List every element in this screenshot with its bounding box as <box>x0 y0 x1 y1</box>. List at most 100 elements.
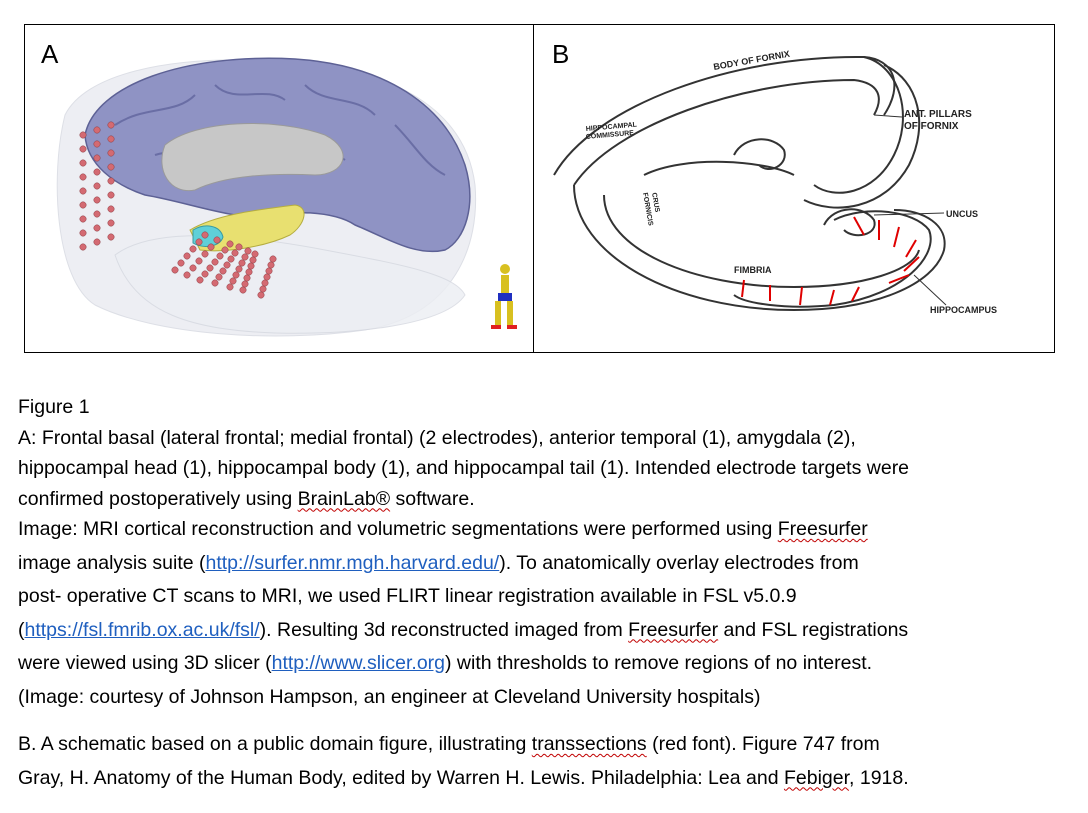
electrode-contact <box>243 274 251 282</box>
caption-image-line: image analysis suite (http://surfer.nmr.… <box>18 548 1080 579</box>
caption-image-line: were viewed using 3D slicer (http://www.… <box>18 648 1080 679</box>
electrode-contact <box>223 261 231 269</box>
electrode-contact <box>79 173 87 181</box>
electrode-contact <box>107 205 115 213</box>
text-segment: software. <box>390 487 475 510</box>
label-hippocampal-commissure-1: HIPPOCAMPAL <box>586 121 638 132</box>
text-segment: were viewed using 3D slicer ( <box>18 652 272 674</box>
electrode-contact <box>201 250 209 258</box>
fornix-hippocampus-diagram: BODY OF FORNIX ANT. PILLARS OF FORNIX HI… <box>553 49 997 315</box>
electrode-contact <box>201 231 209 239</box>
electrode-contact <box>93 182 101 190</box>
caption-b-line: Gray, H. Anatomy of the Human Body, edit… <box>18 763 1080 794</box>
electrode-contact <box>269 255 277 263</box>
text-segment: B. A schematic based on a public domain … <box>18 733 532 755</box>
electrode-contact <box>232 271 240 279</box>
freesurfer-term: Freesurfer <box>628 618 719 641</box>
electrode-contact <box>261 279 269 287</box>
text-segment: and FSL registrations <box>718 618 909 641</box>
electrode-contact <box>107 233 115 241</box>
electrode-contact <box>207 243 215 251</box>
electrode-contact <box>229 277 237 285</box>
electrode-contact <box>93 196 101 204</box>
electrode-contact <box>216 252 224 260</box>
slicer-link[interactable]: http://www.slicer.org <box>271 652 446 674</box>
electrode-contact <box>196 276 204 284</box>
panel-b-label: B <box>552 39 570 69</box>
label-crus-fornicis-1: CRUS <box>650 192 660 213</box>
electrode-contact <box>215 273 223 281</box>
figure-title: Figure 1 <box>18 396 90 418</box>
electrode-contact <box>257 291 265 299</box>
label-ant-pillars-2: OF FORNIX <box>904 121 959 132</box>
electrode-contact <box>195 238 203 246</box>
caption-image-line: (https://fsl.fmrib.ox.ac.uk/fsl/). Resul… <box>18 615 1080 646</box>
caption-b-line: B. A schematic based on a public domain … <box>18 729 1080 760</box>
electrode-contact <box>211 258 219 266</box>
electrode-contact <box>79 201 87 209</box>
electrode-contact <box>171 266 179 274</box>
electrode-contact <box>107 149 115 157</box>
electrode-array <box>79 121 277 299</box>
text-segment: ). Resulting 3d reconstructed imaged fro… <box>259 618 629 641</box>
brainlab-term: BrainLab® <box>297 487 391 510</box>
electrode-contact <box>93 140 101 148</box>
caption-a-line: confirmed postoperatively using BrainLab… <box>18 484 1080 515</box>
electrode-contact <box>265 267 273 275</box>
brain-reconstruction-image <box>56 57 517 337</box>
electrode-contact <box>183 271 191 279</box>
electrode-contact <box>239 286 247 294</box>
electrode-contact <box>93 126 101 134</box>
electrode-contact <box>93 154 101 162</box>
label-hippocampal-commissure-2: COMMISSURE <box>586 130 635 141</box>
febiger-term: Febiger <box>783 766 850 789</box>
electrode-contact <box>267 261 275 269</box>
caption-a-line: A: Frontal basal (lateral frontal; media… <box>18 426 856 449</box>
electrode-contact <box>231 249 239 257</box>
electrode-contact <box>221 246 229 254</box>
electrode-contact <box>226 240 234 248</box>
text-segment: Gray, H. Anatomy of the Human Body, edit… <box>18 766 784 789</box>
text-segment: (red font). Figure 747 from <box>646 733 880 755</box>
label-ant-pillars-1: ANT. PILLARS <box>904 109 972 120</box>
electrode-contact <box>189 264 197 272</box>
electrode-contact <box>79 159 87 167</box>
fsl-link[interactable]: https://fsl.fmrib.ox.ac.uk/fsl/ <box>24 618 260 641</box>
label-fimbria: FIMBRIA <box>734 265 772 275</box>
electrode-contact <box>79 243 87 251</box>
freesurfer-term: Freesurfer <box>777 518 868 540</box>
electrode-contact <box>93 210 101 218</box>
electrode-contact <box>93 168 101 176</box>
electrode-contact <box>235 265 243 273</box>
electrode-contact <box>244 247 252 255</box>
electrode-contact <box>241 280 249 288</box>
electrode-contact <box>107 219 115 227</box>
text-segment: image analysis suite ( <box>18 551 206 574</box>
label-hippocampus: HIPPOCAMPUS <box>930 305 997 315</box>
text-segment: , 1918. <box>849 766 909 789</box>
electrode-contact <box>79 215 87 223</box>
electrode-contact <box>107 121 115 129</box>
electrode-contact <box>245 268 253 276</box>
caption-image-line: Image: MRI cortical reconstruction and v… <box>18 514 1080 545</box>
caption-image-line: post- operative CT scans to MRI, we used… <box>18 585 797 607</box>
caption-a-line: hippocampal head (1), hippocampal body (… <box>18 457 910 479</box>
text-segment: Image: MRI cortical reconstruction and v… <box>18 518 778 540</box>
electrode-contact <box>79 131 87 139</box>
surfer-link[interactable]: http://surfer.nmr.mgh.harvard.edu/ <box>205 551 500 574</box>
electrode-contact <box>79 187 87 195</box>
electrode-contact <box>249 256 257 264</box>
electrode-contact <box>79 145 87 153</box>
electrode-contact <box>107 191 115 199</box>
electrode-contact <box>107 163 115 171</box>
transsections-term: transsections <box>531 733 647 755</box>
orientation-figure <box>491 264 517 329</box>
electrode-contact <box>177 259 185 267</box>
electrode-contact <box>238 259 246 267</box>
transsection-lines <box>741 216 920 306</box>
electrode-contact <box>107 177 115 185</box>
electrode-contact <box>213 236 221 244</box>
caption-b: B. A schematic based on a public domain … <box>18 729 1080 793</box>
electrode-contact <box>235 243 243 251</box>
text-segment: ). To anatomically overlay electrodes fr… <box>499 551 859 574</box>
